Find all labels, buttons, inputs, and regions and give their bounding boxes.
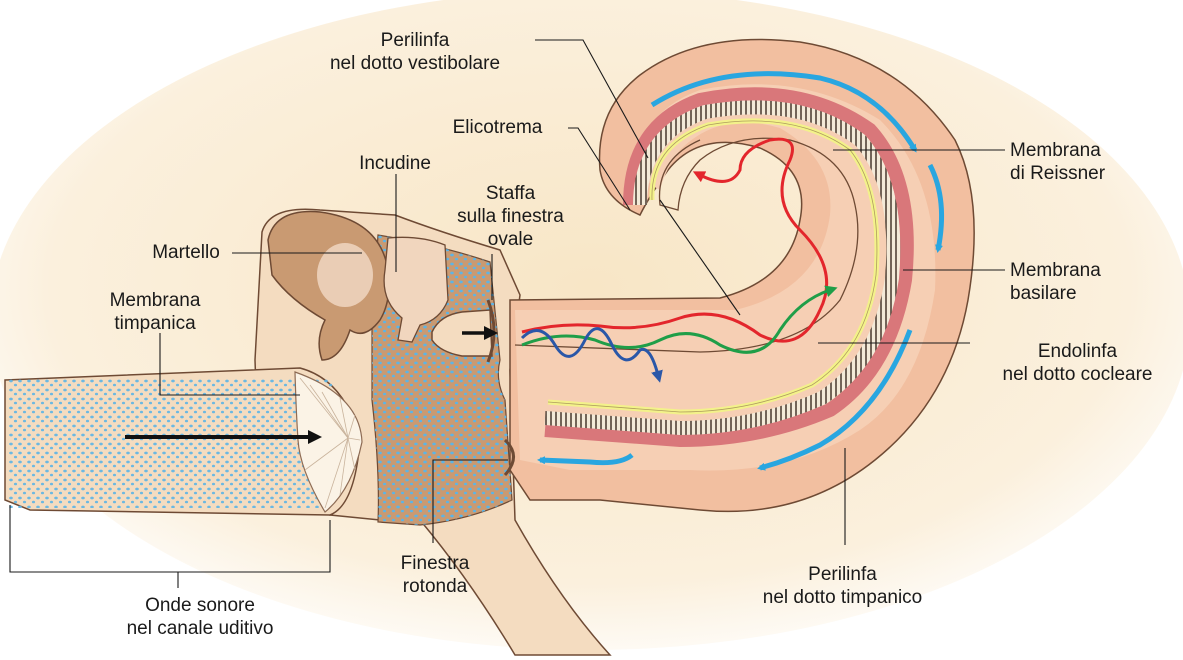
label-endolinfa: Endolinfa nel dotto cocleare: [975, 340, 1180, 386]
sound-waves-dots: [8, 378, 333, 508]
label-incudine: Incudine: [345, 152, 445, 175]
label-membrana-timpanica: Membrana timpanica: [90, 289, 220, 335]
label-finestra-rotonda: Finestra rotonda: [375, 552, 495, 598]
label-membrana-basilare: Membrana basilare: [1010, 259, 1170, 305]
label-staffa: Staffa sulla finestra ovale: [438, 182, 583, 251]
label-martello: Martello: [140, 241, 232, 264]
label-perilinfa-vestibolare: Perilinfa nel dotto vestibolare: [300, 29, 530, 75]
label-elicotrema: Elicotrema: [430, 116, 565, 139]
label-perilinfa-timpanico: Perilinfa nel dotto timpanico: [735, 563, 950, 609]
label-onde-sonore: Onde sonore nel canale uditivo: [95, 594, 305, 640]
label-membrana-reissner: Membrana di Reissner: [1010, 139, 1170, 185]
